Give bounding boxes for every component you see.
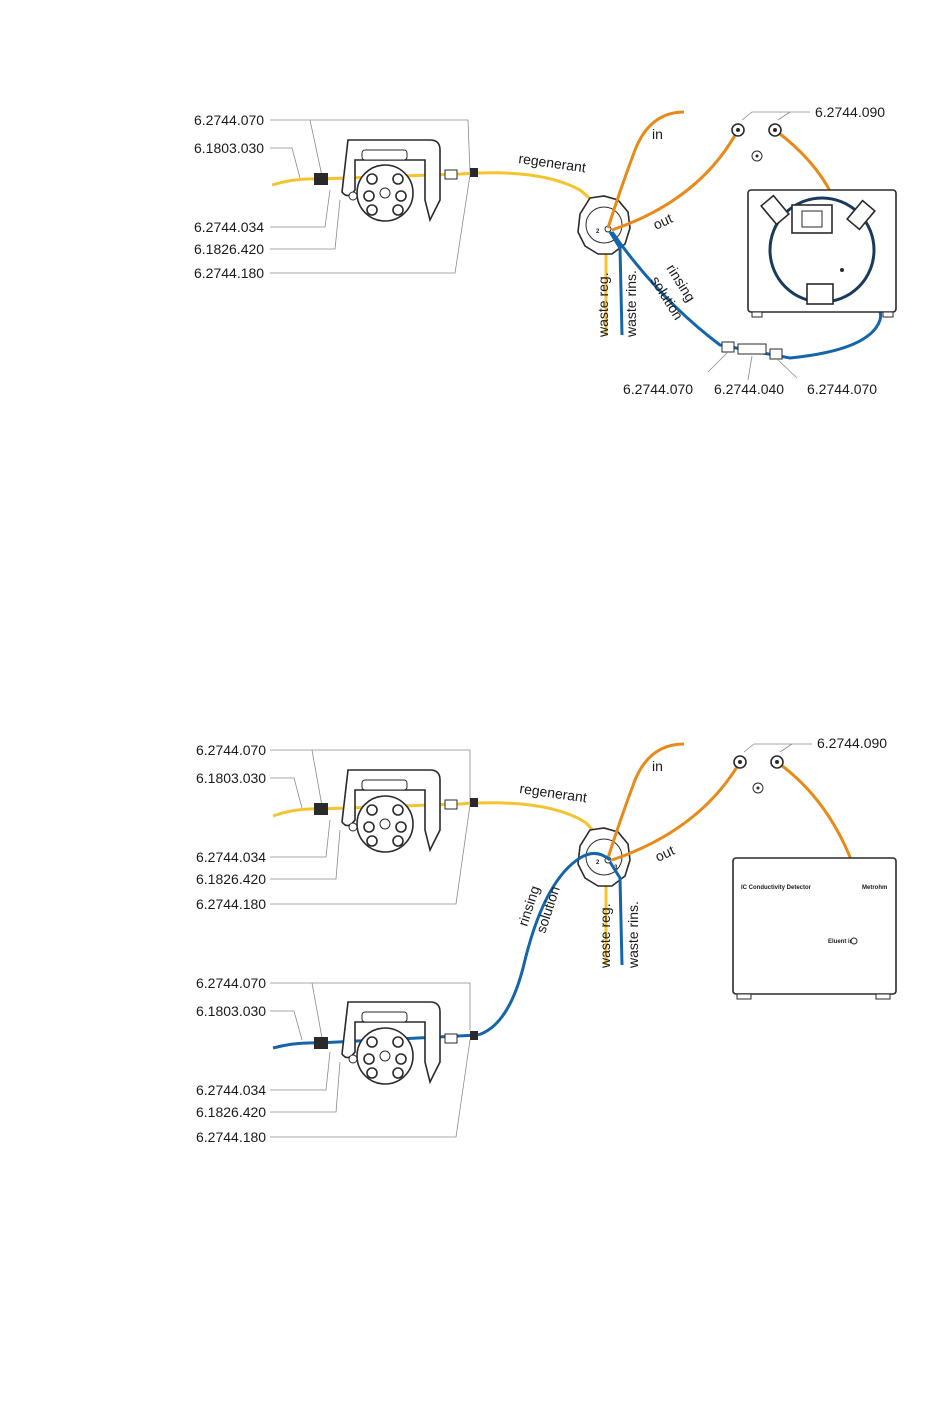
top-eluent-out-tube — [611, 129, 740, 232]
top-label-regenerant: regenerant — [518, 150, 587, 175]
bottom-label-waste-reg: waste reg. — [597, 903, 613, 969]
bottom-valve-port-2: 2 — [596, 860, 600, 866]
top-eluent-detector-tube — [774, 128, 834, 196]
top-label-waste-rins: waste rins. — [623, 270, 639, 338]
bottom-pump2-label-3: 6.2744.034 — [196, 1082, 266, 1098]
bottom-label-fitting-090: 6.2744.090 — [817, 735, 887, 751]
top-label-pump-4: 6.1826.420 — [194, 241, 264, 257]
bottom-label-out: out — [653, 842, 678, 865]
top-label-coupling-a: 6.2744.070 — [623, 381, 693, 397]
bottom-pump1-label-2: 6.1803.030 — [196, 770, 266, 786]
bottom-pump2-label-2: 6.1803.030 — [196, 1003, 266, 1019]
top-label-fitting-090: 6.2744.090 — [815, 104, 885, 120]
bottom-rinsing-tube — [477, 852, 611, 1037]
bottom-label-regenerant: regenerant — [519, 780, 588, 805]
bottom-detector-front: IC Conductivity Detector Metrohm Eluent … — [732, 857, 897, 1000]
top-label-waste-reg: waste reg. — [595, 272, 611, 338]
bottom-pump1-label-3: 6.2744.034 — [196, 849, 266, 865]
bottom-pump1-label-1: 6.2744.070 — [196, 742, 266, 758]
top-peristaltic-pump — [314, 139, 478, 223]
top-label-pump-5: 6.2744.180 — [194, 265, 264, 281]
top-eluent-in-tube — [606, 110, 685, 229]
top-pump-leaders — [270, 119, 471, 274]
bottom-peristaltic-pump-1 — [314, 769, 478, 853]
top-couplings — [707, 341, 798, 381]
top-label-pump-1: 6.2744.070 — [194, 112, 264, 128]
top-label-out: out — [651, 210, 676, 233]
bottom-peristaltic-pump-2 — [314, 1001, 478, 1085]
bottom-pump1-leaders — [270, 749, 471, 905]
detector-port-label: Eluent in — [828, 939, 854, 945]
bottom-pump1-label-5: 6.2744.180 — [196, 896, 266, 912]
top-detector-rear — [747, 189, 897, 318]
bottom-pump2-label-4: 6.1826.420 — [196, 1104, 266, 1120]
top-label-coupling-b: 6.2744.040 — [714, 381, 784, 397]
top-label-pump-2: 6.1803.030 — [194, 140, 264, 156]
top-eluent-fittings — [731, 111, 810, 162]
bottom-pump2-leaders — [270, 982, 471, 1138]
bottom-waste-rins-tube — [608, 861, 624, 966]
bottom-eluent-in-tube — [606, 742, 685, 859]
detector-brand: Metrohm — [862, 885, 887, 891]
top-waste-rins-tube — [608, 231, 624, 336]
top-label-in: in — [652, 126, 663, 142]
bottom-eluent-out-tube — [611, 761, 742, 862]
top-diagram: 6.2744.070 6.1803.030 6.2744.034 6.1826.… — [194, 104, 897, 397]
detector-title: IC Conductivity Detector — [741, 885, 812, 891]
bottom-label-waste-rins: waste rins. — [625, 901, 641, 969]
top-valve-port-2: 2 — [596, 229, 600, 235]
top-label-coupling-c: 6.2744.070 — [807, 381, 877, 397]
top-label-pump-3: 6.2744.034 — [194, 219, 264, 235]
bottom-diagram: 6.2744.070 6.1803.030 6.2744.034 6.1826.… — [196, 735, 897, 1145]
bottom-eluent-fittings — [733, 743, 812, 794]
bottom-pump1-label-4: 6.1826.420 — [196, 871, 266, 887]
bottom-label-in: in — [652, 758, 663, 774]
bottom-pump2-label-1: 6.2744.070 — [196, 975, 266, 991]
bottom-pump2-label-5: 6.2744.180 — [196, 1129, 266, 1145]
bottom-valve-port-3: 3 — [614, 865, 618, 871]
